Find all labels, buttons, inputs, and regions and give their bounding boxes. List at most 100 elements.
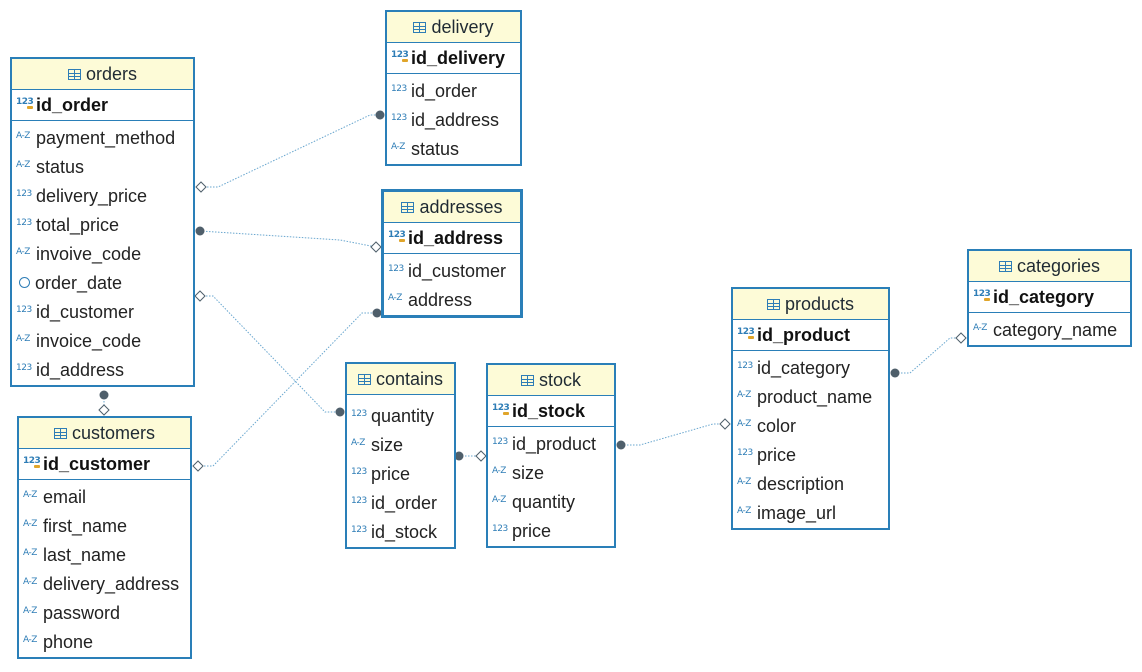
relationship-line-orders-contains[interactable] xyxy=(200,295,340,413)
entity-header[interactable]: customers xyxy=(19,418,190,449)
relationship-diamond xyxy=(955,332,967,344)
column-row[interactable]: A-Z password xyxy=(19,599,190,628)
column-name: id_stock xyxy=(371,522,438,542)
column-name: address xyxy=(408,290,473,310)
relationship-dot xyxy=(375,110,385,120)
column-name: id_order xyxy=(411,81,478,101)
column-name: id_category xyxy=(757,358,851,378)
table-icon xyxy=(401,201,415,213)
entity-title: contains xyxy=(375,368,444,389)
column-row[interactable]: order_date xyxy=(12,269,193,298)
column-name: id_address xyxy=(411,110,500,130)
key-icon: 123 xyxy=(23,456,41,468)
relationship-dot xyxy=(99,390,109,400)
primary-key-name: id_customer xyxy=(43,453,151,474)
text-type-icon: A-Z xyxy=(23,605,37,616)
relationship-diamond xyxy=(475,450,487,462)
relationship-line-orders-addresses[interactable] xyxy=(199,230,377,248)
relationship-dot xyxy=(616,440,626,450)
key-icon: 123 xyxy=(492,403,510,415)
entity-title: categories xyxy=(1016,255,1101,276)
relationship-line-orders-delivery[interactable] xyxy=(201,114,380,188)
text-type-icon: A-Z xyxy=(737,505,751,516)
column-name: delivery_price xyxy=(36,186,148,206)
relationship-line-products-categories[interactable] xyxy=(895,337,961,374)
numeric-type-icon: 123 xyxy=(16,304,32,315)
table-icon xyxy=(520,374,534,386)
text-type-icon: A-Z xyxy=(737,418,751,429)
text-type-icon: A-Z xyxy=(492,465,506,476)
relationship-dot xyxy=(890,368,900,378)
entity-header[interactable]: delivery xyxy=(387,12,520,43)
primary-key-name: id_order xyxy=(36,94,109,115)
text-type-icon: A-Z xyxy=(388,292,402,303)
entity-header[interactable]: stock xyxy=(488,365,614,396)
entity-header[interactable]: products xyxy=(733,289,888,320)
relationship-line-stock-products[interactable] xyxy=(621,423,725,446)
entity-title: orders xyxy=(85,63,138,84)
numeric-type-icon: 123 xyxy=(351,495,367,506)
primary-key-name: id_stock xyxy=(512,400,586,421)
column-row[interactable]: A-Z address xyxy=(384,286,520,315)
column-name: password xyxy=(43,603,121,623)
entity-header[interactable]: categories xyxy=(969,251,1130,282)
entity-header[interactable]: addresses xyxy=(384,192,520,223)
entity-header[interactable]: contains xyxy=(347,364,454,395)
relationship-line-customers-addresses[interactable] xyxy=(198,312,377,467)
primary-key-name: id_product xyxy=(757,324,850,345)
relationship-diamond xyxy=(194,290,206,302)
entity-header[interactable]: orders xyxy=(12,59,193,90)
